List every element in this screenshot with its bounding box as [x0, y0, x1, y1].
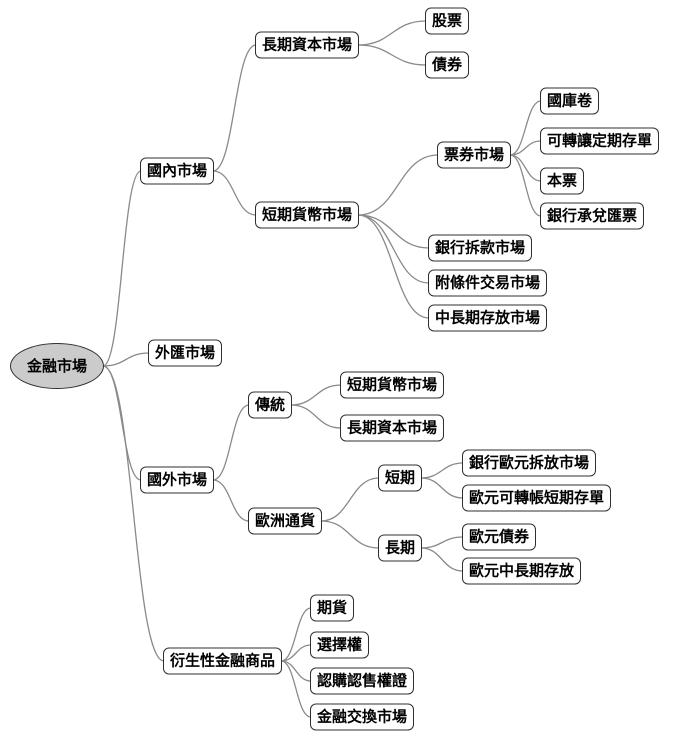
node-euro-long: 長期: [378, 534, 423, 562]
node-bonds: 債券: [425, 51, 470, 79]
edge-euro-short-euro-ncd: [420, 477, 464, 499]
node-euro-mlt: 歐元中長期存放: [462, 557, 582, 585]
node-euro-interbank: 銀行歐元拆放市場: [462, 449, 597, 477]
edge-root-domestic: [102, 170, 142, 367]
node-repo: 附條件交易市場: [428, 269, 548, 297]
node-f-lt-capital: 長期資本市場: [340, 414, 445, 442]
node-promissory: 本票: [540, 167, 585, 195]
node-derivatives: 衍生性金融商品: [163, 647, 283, 675]
node-traditional: 傳統: [248, 391, 293, 419]
edge-root-foreign: [102, 365, 142, 481]
node-forex: 外匯市場: [148, 339, 223, 367]
node-foreign: 國外市場: [140, 466, 215, 494]
node-mlt-deposit: 中長期存放市場: [428, 304, 548, 332]
edge-foreign-traditional: [212, 404, 250, 481]
edge-st-money-bills-market: [358, 154, 439, 216]
edge-derivatives-warrants: [280, 660, 312, 682]
node-futures: 期貨: [310, 594, 355, 622]
edge-st-money-interbank: [358, 214, 430, 249]
node-root: 金融市場: [10, 343, 104, 389]
edge-bills-market-promissory: [509, 154, 542, 182]
edge-euro-long-eurobond: [421, 536, 464, 549]
node-stocks: 股票: [425, 7, 470, 35]
node-options: 選擇權: [310, 631, 370, 659]
node-warrants: 認購認售權證: [310, 667, 415, 695]
edge-lt-capital-bonds: [358, 44, 427, 66]
edge-lt-capital-stocks: [358, 20, 427, 46]
node-euro-ncd: 歐元可轉帳短期存單: [462, 484, 612, 512]
edge-derivatives-options: [280, 644, 312, 662]
edge-bills-market-ncd: [509, 140, 542, 156]
edge-foreign-eurocurrency: [212, 479, 250, 522]
edge-traditional-f-st-money: [291, 384, 342, 406]
edge-domestic-lt-capital: [212, 44, 257, 172]
node-ncd: 可轉讓定期存單: [540, 127, 660, 155]
node-bankers-acceptance: 銀行承兌匯票: [540, 202, 645, 230]
edge-euro-short-euro-interbank: [421, 462, 464, 479]
edge-root-derivatives: [102, 365, 165, 662]
edge-bills-market-treasury: [509, 100, 542, 156]
node-bills-market: 票券市場: [437, 141, 512, 169]
edge-derivatives-swaps: [280, 660, 312, 718]
node-lt-capital: 長期資本市場: [255, 31, 360, 59]
edge-eurocurrency-euro-long: [321, 520, 380, 549]
node-eurocurrency: 歐洲通貨: [248, 507, 323, 535]
edge-eurocurrency-euro-short: [321, 477, 380, 522]
edge-derivatives-futures: [280, 607, 312, 662]
edge-bills-market-bankers-acceptance: [509, 154, 542, 217]
node-eurobond: 歐元債券: [462, 523, 537, 551]
edge-traditional-f-lt-capital: [291, 404, 342, 429]
node-domestic: 國內市場: [140, 157, 215, 185]
node-swaps: 金融交換市場: [310, 703, 415, 731]
edge-domestic-st-money: [212, 170, 257, 216]
edge-st-money-mlt-deposit: [357, 214, 430, 319]
node-f-st-money: 短期貨幣市場: [340, 371, 445, 399]
node-treasury: 國庫卷: [540, 87, 600, 115]
node-st-money: 短期貨幣市場: [255, 201, 360, 229]
edge-euro-long-euro-mlt: [420, 547, 464, 572]
node-euro-short: 短期: [378, 464, 423, 492]
edge-st-money-repo: [358, 214, 430, 284]
node-interbank: 銀行拆款市場: [428, 234, 533, 262]
edge-root-forex: [102, 352, 150, 367]
